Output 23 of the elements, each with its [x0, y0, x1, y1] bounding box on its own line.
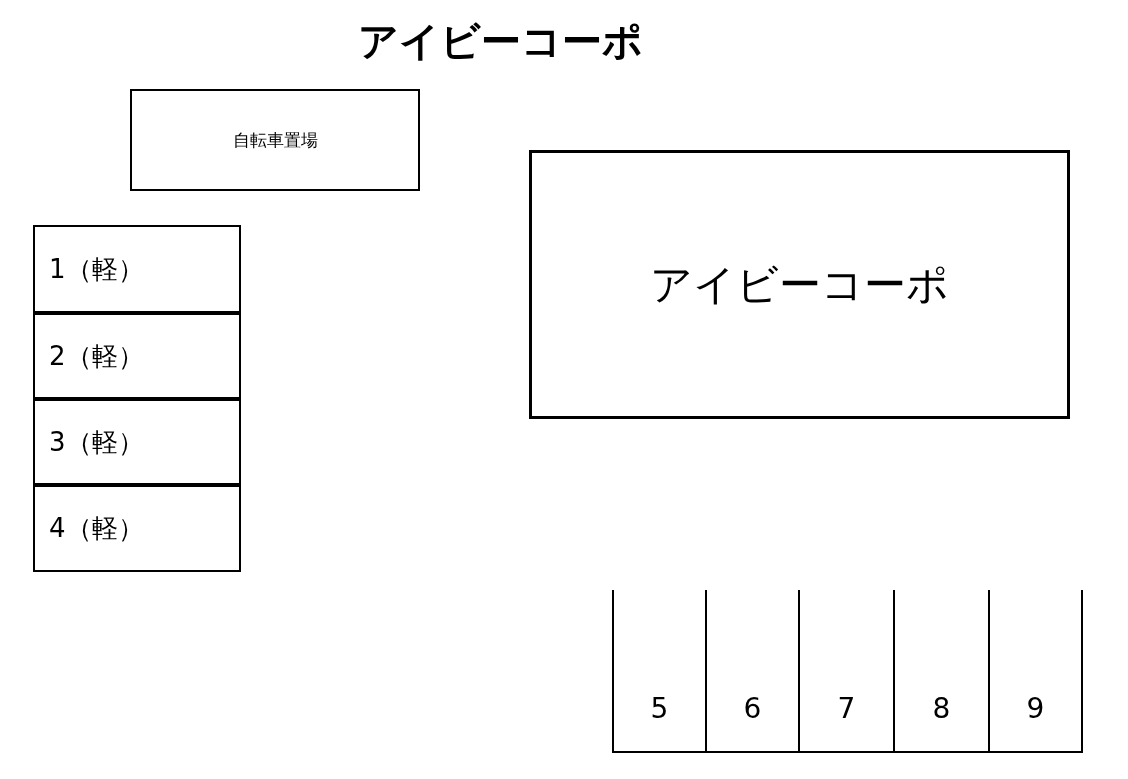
space-number: 8	[932, 692, 951, 725]
parking-space	[33, 399, 241, 485]
building-outline	[529, 150, 1070, 419]
parking-space	[705, 590, 798, 753]
parking-space	[33, 225, 241, 313]
area-label: 自転車置場	[232, 128, 318, 152]
space-number: 3（軽）	[49, 425, 144, 459]
space-number: 1（軽）	[49, 252, 144, 286]
space-number: 9	[1026, 692, 1045, 725]
bicycle-parking-area	[130, 89, 420, 191]
parking-space	[798, 590, 893, 753]
space-number: 6	[743, 692, 762, 725]
building-name: アイビーコーポ	[650, 258, 949, 311]
space-number: 7	[837, 692, 856, 725]
parking-space	[612, 590, 705, 753]
space-number: 5	[650, 692, 669, 725]
space-number: 2（軽）	[49, 339, 144, 373]
parking-space	[33, 313, 241, 399]
title: アイビーコーポ	[356, 17, 644, 66]
parking-space	[33, 485, 241, 572]
parking-space	[988, 590, 1083, 753]
space-number: 4（軽）	[49, 512, 144, 545]
parking-space	[893, 590, 988, 753]
